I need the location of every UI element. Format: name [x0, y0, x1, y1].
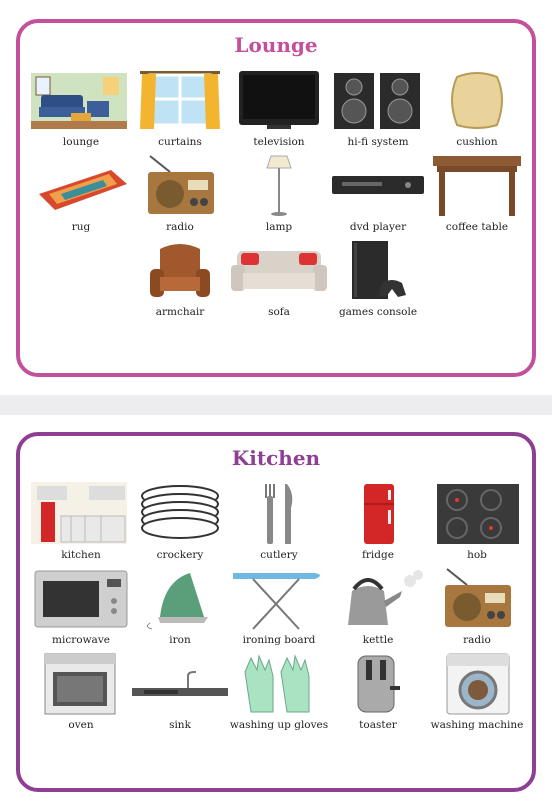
label-radio: radio [166, 221, 194, 233]
kitchen-item-radio: radio [427, 567, 527, 649]
lounge-item-dvd: dvd player [328, 154, 428, 236]
cushion-icon [451, 72, 503, 129]
label-crockery: crockery [156, 549, 204, 561]
label-toaster: toaster [359, 719, 397, 731]
kitchen-item-crockery: crockery [130, 482, 230, 564]
kitchen-item-hob: hob [427, 482, 527, 564]
television-icon [239, 71, 319, 129]
label-coffee-table: coffee table [445, 221, 509, 233]
dvd-player-icon [332, 176, 424, 194]
lounge-item-sofa: sofa [229, 239, 329, 321]
lounge-item-games-console: games console [328, 239, 428, 321]
kitchen-item-washing-machine: washing machine [427, 652, 527, 734]
lounge-item-lounge: lounge [31, 69, 131, 151]
label-iron: iron [169, 634, 191, 646]
label-lamp: lamp [265, 221, 293, 233]
kitchen-item-kitchen: kitchen [31, 482, 131, 564]
label-gloves: washing up gloves [229, 719, 329, 731]
lounge-item-curtains: curtains [130, 69, 230, 151]
label-dvd: dvd player [349, 221, 407, 233]
label-ironing-board: ironing board [242, 634, 316, 646]
kitchen-title: Kitchen [231, 446, 321, 470]
coffee-table-icon [433, 156, 521, 216]
lamp-icon [266, 155, 292, 216]
label-hob: hob [467, 549, 487, 561]
label-oven: oven [68, 719, 94, 731]
label-kitchen-radio: radio [463, 634, 491, 646]
kitchen-item-oven: oven [31, 652, 131, 734]
label-games-console: games console [338, 306, 418, 318]
label-lounge: lounge [62, 136, 100, 148]
kitchen-item-ironing-board: ironing board [229, 567, 329, 649]
label-curtains: curtains [158, 136, 202, 148]
ironing-board-icon [233, 573, 320, 630]
curtains-icon [140, 71, 220, 129]
label-hifi: hi-fi system [347, 136, 409, 148]
section-separator [0, 395, 552, 415]
kitchen-item-fridge: fridge [328, 482, 428, 564]
label-cushion: cushion [456, 136, 498, 148]
washing-machine-icon [446, 653, 510, 715]
gloves-icon [244, 654, 310, 713]
radio-icon [445, 568, 511, 627]
lounge-item-hifi: hi-fi system [328, 69, 428, 151]
kitchen-item-sink: sink [130, 652, 230, 734]
toaster-icon [357, 655, 400, 713]
lounge-item-radio: radio [130, 154, 230, 236]
plates-icon [141, 485, 219, 539]
label-microwave: microwave [52, 634, 110, 646]
armchair-icon [150, 244, 210, 297]
label-cutlery: cutlery [260, 549, 298, 561]
label-television: television [253, 136, 305, 148]
kitchen-room-icon [31, 482, 127, 544]
label-fridge: fridge [362, 549, 394, 561]
sofa-icon [231, 251, 327, 291]
lounge-card: Lounge lounge curtains [16, 19, 536, 377]
rug-icon [39, 170, 127, 210]
kitchen-item-toaster: toaster [328, 652, 428, 734]
lounge-item-television: television [229, 69, 329, 151]
speakers-icon [334, 73, 420, 129]
lounge-item-lamp: lamp [229, 154, 329, 236]
label-sofa: sofa [268, 306, 290, 318]
kettle-icon [348, 570, 423, 625]
kitchen-item-iron: iron [130, 567, 230, 649]
label-kitchen: kitchen [61, 549, 101, 561]
kitchen-item-cutlery: cutlery [229, 482, 329, 564]
lounge-item-coffee-table: coffee table [427, 154, 527, 236]
lounge-item-cushion: cushion [427, 69, 527, 151]
radio-icon [148, 155, 214, 214]
games-console-icon [352, 241, 406, 299]
lounge-item-armchair: armchair [130, 239, 230, 321]
lounge-title: Lounge [234, 33, 318, 57]
iron-icon [146, 573, 208, 630]
lounge-item-rug: rug [31, 154, 131, 236]
label-sink: sink [169, 719, 191, 731]
kitchen-item-microwave: microwave [31, 567, 131, 649]
hob-icon [437, 484, 519, 544]
kitchen-item-kettle: kettle [328, 567, 428, 649]
microwave-icon [34, 570, 128, 628]
label-washing-machine: washing machine [430, 719, 524, 731]
kitchen-card: Kitchen kitchen crockery [16, 432, 536, 792]
label-rug: rug [71, 221, 91, 233]
oven-icon [44, 653, 116, 715]
fridge-icon [364, 484, 394, 544]
sink-icon [132, 671, 228, 696]
label-armchair: armchair [155, 306, 205, 318]
cutlery-icon [265, 484, 293, 544]
kitchen-item-gloves: washing up gloves [229, 652, 329, 734]
label-kettle: kettle [362, 634, 394, 646]
lounge-room-icon [31, 73, 127, 129]
